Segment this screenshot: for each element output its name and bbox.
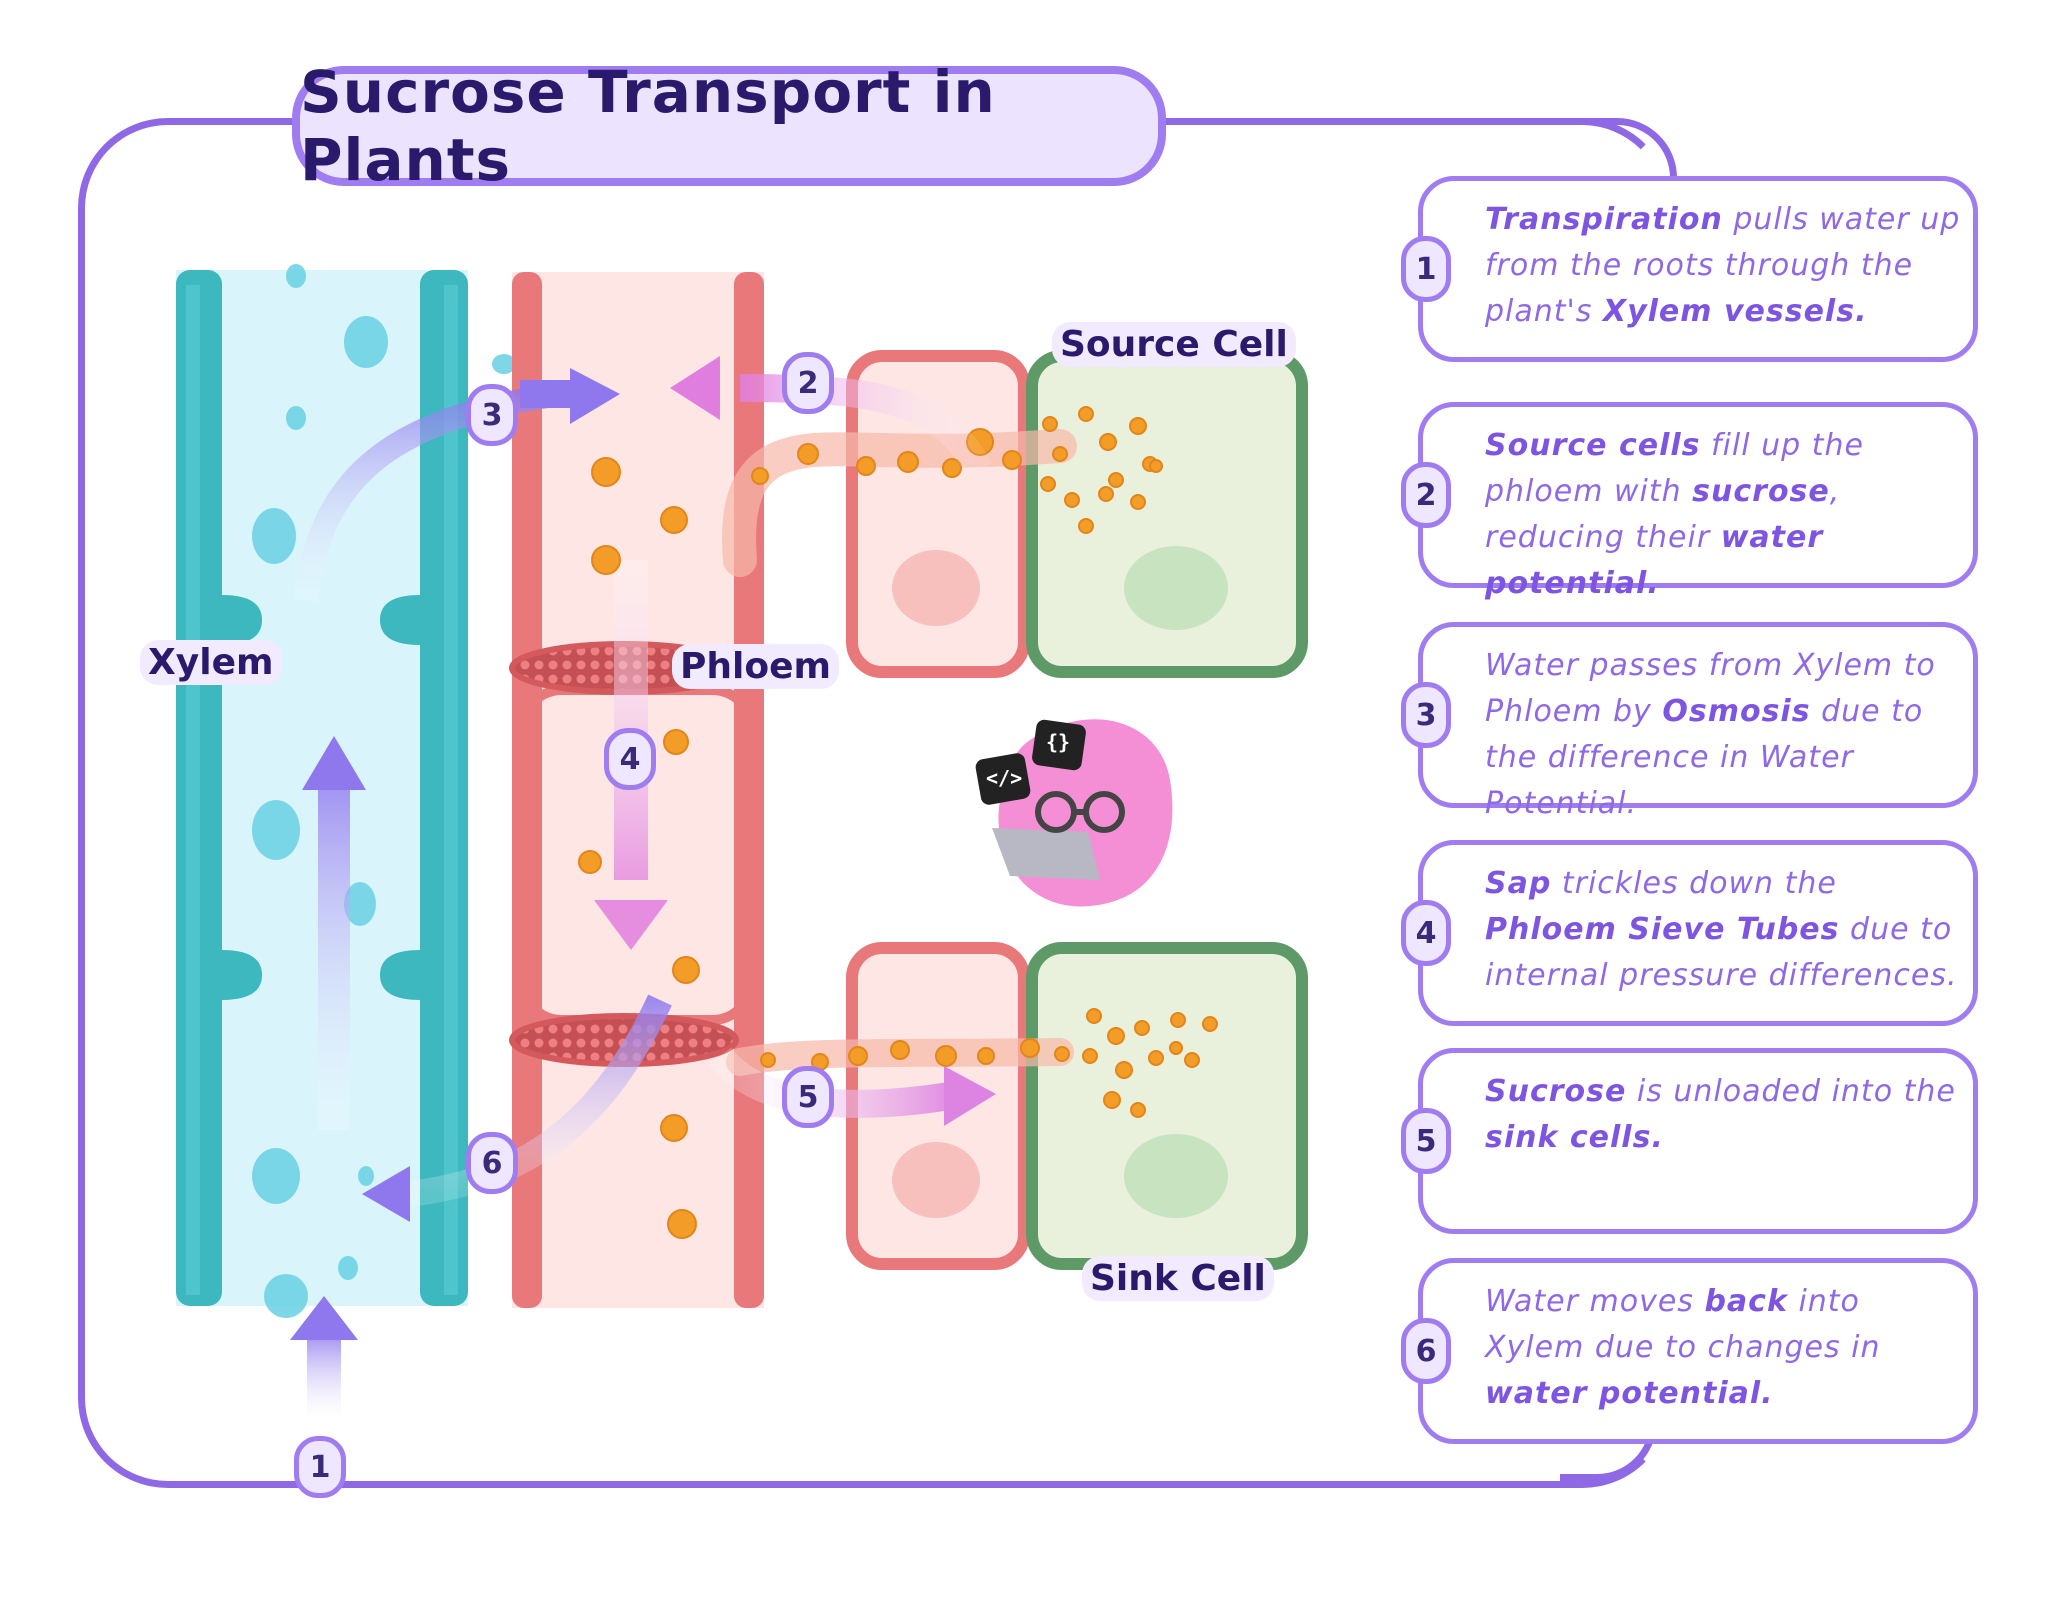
badge-6: 6 bbox=[466, 1132, 518, 1194]
step-text-bold: Transpiration bbox=[1485, 202, 1723, 237]
step-text-bold: Phloem Sieve Tubes bbox=[1485, 912, 1840, 947]
step-text-bold: sink cells. bbox=[1485, 1120, 1664, 1155]
badge-4: 4 bbox=[604, 728, 656, 790]
step-text: Sap trickles down the Phloem Sieve Tubes… bbox=[1485, 861, 1967, 999]
step-card-3: 3 Water passes from Xylem to Phloem by Os… bbox=[1401, 622, 1978, 821]
source-cell-label: Source Cell bbox=[1052, 322, 1296, 367]
source-cell-pair bbox=[670, 350, 1308, 678]
step-text-plain: due to internal pressure differences. bbox=[1485, 912, 1958, 993]
step-text-bold: Xylem vessels. bbox=[1602, 294, 1868, 329]
step-text-bold: water potential. bbox=[1485, 1376, 1774, 1411]
step-number-badge: 2 bbox=[1401, 462, 1451, 528]
step-text-bold: water potential. bbox=[1485, 520, 1824, 601]
step-text-bold: back bbox=[1704, 1284, 1788, 1319]
step-text-plain: due to the difference in Water Potential… bbox=[1485, 694, 1924, 821]
mascot-code-icon: </> bbox=[986, 766, 1023, 790]
step-text: Water passes from Xylem to Phloem by Osm… bbox=[1485, 643, 1967, 827]
step-text-plain: , reducing their bbox=[1485, 474, 1841, 555]
step-text: Transpiration pulls water up from the ro… bbox=[1485, 197, 1967, 335]
step-text-plain: pulls water up from the roots through th… bbox=[1485, 202, 1961, 329]
step-text-bold: Sap bbox=[1485, 866, 1552, 901]
step-number-badge: 4 bbox=[1401, 900, 1451, 966]
step-text-plain: trickles down the bbox=[1551, 866, 1837, 901]
step-text-bold: Source cells bbox=[1485, 428, 1701, 463]
step-text-plain: is unloaded into the bbox=[1626, 1074, 1956, 1109]
step-card-6: 6 Water moves back into Xylem due to chan… bbox=[1401, 1258, 1978, 1444]
badge-5: 5 bbox=[782, 1066, 834, 1128]
mascot bbox=[975, 719, 1173, 907]
step-text-bold: sucrose bbox=[1692, 474, 1830, 509]
phloem-label: Phloem bbox=[672, 644, 840, 689]
sink-cell-pair bbox=[708, 942, 1308, 1270]
mascot-braces-icon: {} bbox=[1046, 730, 1071, 754]
step-card-2: 2 Source cells fill up the phloem with su… bbox=[1401, 402, 1978, 601]
step-text-plain: into Xylem due to changes in bbox=[1485, 1284, 1881, 1365]
step-text-plain: Water moves bbox=[1485, 1284, 1705, 1319]
xylem-label: Xylem bbox=[140, 640, 282, 685]
step-card-1: 1 Transpiration pulls water up from the r… bbox=[1401, 176, 1978, 362]
badge-1: 1 bbox=[294, 1436, 346, 1498]
step-text-bold: Sucrose bbox=[1485, 1074, 1627, 1109]
title-box: Sucrose Transport in Plants bbox=[292, 58, 1166, 194]
step-text: Source cells fill up the phloem with suc… bbox=[1485, 423, 1967, 607]
step-number-badge: 5 bbox=[1401, 1108, 1451, 1174]
page-title: Sucrose Transport in Plants bbox=[300, 58, 996, 194]
step-number-badge: 6 bbox=[1401, 1318, 1451, 1384]
step-text-bold: Osmosis bbox=[1662, 694, 1811, 729]
step-number-badge: 3 bbox=[1401, 682, 1451, 748]
step-text: Water moves back into Xylem due to chang… bbox=[1485, 1279, 1967, 1417]
step-card-4: 4 Sap trickles down the Phloem Sieve Tube… bbox=[1401, 840, 1978, 1026]
badge-3: 3 bbox=[466, 384, 518, 446]
step-card-5: 5 Sucrose is unloaded into the sink cells… bbox=[1401, 1048, 1978, 1234]
sink-cell-label: Sink Cell bbox=[1082, 1256, 1274, 1301]
step-text-plain: Water passes from Xylem to Phloem by bbox=[1485, 648, 1936, 729]
step-text-plain: fill up the phloem with bbox=[1485, 428, 1864, 509]
step-number-badge: 1 bbox=[1401, 236, 1451, 302]
step-text: Sucrose is unloaded into the sink cells. bbox=[1485, 1069, 1967, 1161]
badge-2: 2 bbox=[782, 352, 834, 414]
